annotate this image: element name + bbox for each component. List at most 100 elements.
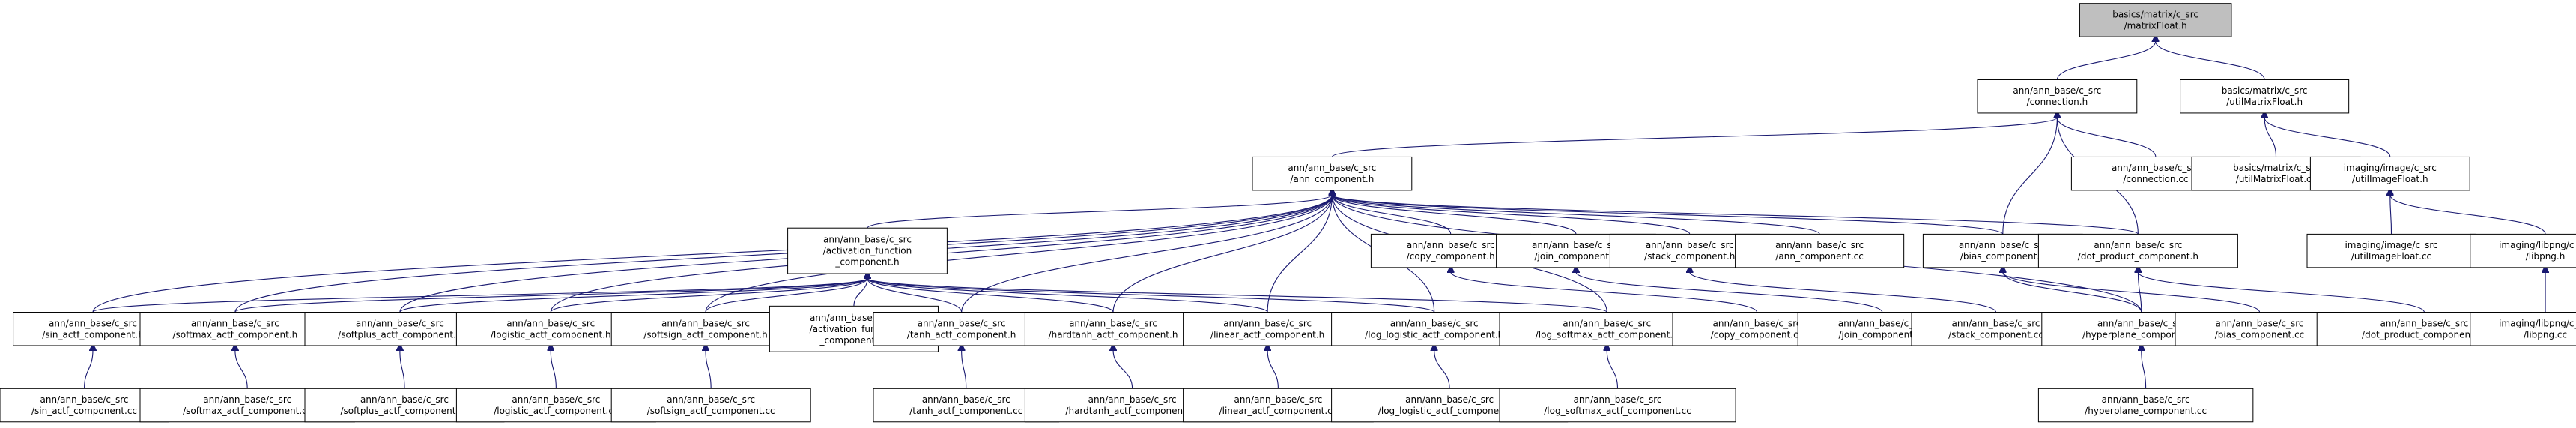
- file-node-label: /sin_actf_component.h: [42, 329, 143, 340]
- file-node[interactable]: ann/ann_base/c_src/tanh_actf_component.h: [873, 312, 1050, 346]
- file-node-label: ann/ann_base/c_src: [1952, 318, 2040, 328]
- file-node-label: ann/ann_base/c_src: [506, 318, 595, 328]
- file-node-box: [2309, 156, 2470, 191]
- dependency-edge: [1607, 350, 1619, 389]
- dependency-edge: [1113, 350, 1133, 389]
- dependency-edge: [2138, 272, 2141, 313]
- dependency-edge: [2138, 272, 2425, 313]
- file-node[interactable]: ann/ann_base/c_src/softmax_actf_componen…: [139, 312, 331, 346]
- file-node-label: ann/ann_base/c_src: [1223, 318, 1312, 328]
- dependency-edge: [961, 195, 1333, 313]
- file-node[interactable]: ann/ann_base/c_src/dot_product_component…: [2037, 233, 2238, 268]
- file-node-label: /log_softmax_actf_component.h: [1536, 329, 1679, 340]
- file-node-label: ann/ann_base/c_src: [1390, 318, 1479, 328]
- file-node-label: ann/ann_base/c_src: [2094, 240, 2182, 250]
- file-node[interactable]: basics/matrix/c_src/utilMatrixFloat.h: [2180, 79, 2350, 114]
- dependency-edge: [1690, 272, 1997, 313]
- file-node[interactable]: ann/ann_base/c_src/hyperplane_component.…: [2037, 388, 2254, 423]
- file-node-label: ann/ann_base/c_src: [360, 394, 449, 405]
- file-node[interactable]: ann/ann_base/c_src/bias_component.cc: [2175, 312, 2345, 346]
- file-node-label: basics/matrix/c_src: [2112, 9, 2198, 19]
- file-node-label: ann/ann_base/c_src: [1713, 318, 1801, 328]
- file-node-box: [610, 388, 811, 423]
- file-node-label: /logistic_actf_component.h: [491, 329, 611, 340]
- file-node-box: [2037, 388, 2254, 423]
- file-node-label: ann/ann_base/c_src: [1069, 318, 1157, 328]
- file-node-label: /dot_product_component.cc: [2362, 329, 2487, 340]
- file-node-label: /connection.h: [2027, 97, 2088, 107]
- file-node-label: /hardtanh_actf_component.cc: [1065, 406, 1198, 416]
- file-node-label: ann/ann_base/c_src: [2112, 163, 2200, 173]
- dependency-edge: [867, 278, 1607, 313]
- file-node[interactable]: imaging/image/c_src/utilImageFloat.h: [2309, 156, 2470, 191]
- file-node[interactable]: ann/ann_base/c_src/ann_component.h: [1252, 156, 1413, 191]
- file-node-label: basics/matrix/c_src: [2233, 163, 2319, 173]
- file-node[interactable]: imaging/libpng/c_src/libpng.cc: [2470, 312, 2576, 346]
- file-node-label: /copy_component.cc: [1711, 329, 1804, 340]
- file-node-label: ann/ann_base/c_src: [2102, 394, 2190, 405]
- file-node-label: ann/ann_base/c_src: [2216, 318, 2304, 328]
- dependency-edge: [867, 278, 1268, 313]
- file-node-box: [873, 312, 1050, 346]
- file-node-box: [2175, 312, 2345, 346]
- file-nodes: basics/matrix/c_src/matrixFloat.hann/ann…: [0, 3, 2576, 423]
- dependency-edge: [1332, 195, 1577, 235]
- file-node-label: ann/ann_base/c_src: [1563, 318, 1651, 328]
- dependency-edge: [2390, 195, 2392, 235]
- file-node[interactable]: imaging/libpng/c_src/libpng.h: [2470, 233, 2576, 268]
- dependency-edge: [1267, 350, 1279, 389]
- file-node-label: /stack_component.h: [1644, 251, 1735, 262]
- file-node-box: [2470, 312, 2576, 346]
- file-node-box: [1183, 312, 1353, 346]
- dependency-edge: [705, 195, 1332, 313]
- file-node-label: imaging/libpng/c_src: [2499, 318, 2576, 328]
- dependency-edge: [92, 195, 1332, 313]
- file-node-label: /softmax_actf_component.cc: [183, 406, 312, 416]
- file-node[interactable]: ann/ann_base/c_src/softsign_actf_compone…: [610, 312, 801, 346]
- file-node-label: ann/ann_base/c_src: [1646, 240, 1734, 250]
- file-node[interactable]: ann/ann_base/c_src/linear_actf_component…: [1183, 312, 1353, 346]
- file-node-label: ann/ann_base/c_src: [203, 394, 291, 405]
- dependency-edge: [962, 350, 967, 389]
- file-node-label: ann/ann_base/c_src: [1407, 240, 1495, 250]
- file-node[interactable]: ann/ann_base/c_src/connection.h: [1977, 79, 2138, 114]
- file-node-box: [2037, 233, 2238, 268]
- file-node[interactable]: ann/ann_base/c_src/log_softmax_actf_comp…: [1499, 388, 1736, 423]
- file-node-label: ann/ann_base/c_src: [918, 318, 1006, 328]
- file-node-label: /softmax_actf_component.h: [173, 329, 298, 340]
- file-node-label: /logistic_actf_component.cc: [494, 406, 618, 416]
- file-node-label: /log_logistic_actf_component.cc: [1378, 406, 1521, 416]
- file-node-label: ann/ann_base/c_src: [922, 394, 1010, 405]
- file-node-label: ann/ann_base/c_src: [1775, 240, 1864, 250]
- file-node-label: /hardtanh_actf_component.h: [1049, 329, 1178, 340]
- file-node[interactable]: ann/ann_base/c_src/softsign_actf_compone…: [610, 388, 811, 423]
- file-node-box: [1735, 233, 1905, 268]
- file-node[interactable]: ann/ann_base/c_src/ann_component.cc: [1735, 233, 1905, 268]
- file-node[interactable]: imaging/image/c_src/utilImageFloat.cc: [2306, 233, 2476, 268]
- file-node-label: /copy_component.h: [1407, 251, 1495, 262]
- file-node-label: /hyperplane_component.cc: [2085, 406, 2207, 416]
- dependency-edge: [867, 278, 963, 313]
- dependency-edge: [234, 278, 867, 313]
- file-node-label: ann/ann_base/c_src: [1088, 394, 1177, 405]
- file-node-label: /tanh_actf_component.cc: [909, 406, 1022, 416]
- dependency-edge: [2057, 118, 2157, 157]
- dependency-edge: [2264, 118, 2391, 157]
- dependency-edge: [1331, 118, 2057, 157]
- file-node-label: imaging/libpng/c_src: [2499, 240, 2576, 250]
- file-node-label: /softplus_actf_component.h: [338, 329, 461, 340]
- file-node-label: /stack_component.cc: [1948, 329, 2043, 340]
- file-node[interactable]: ann/ann_base/c_src/activation_function_c…: [787, 227, 948, 274]
- file-node-box: [1024, 312, 1202, 346]
- dependency-edge: [1332, 195, 1820, 235]
- file-node-label: ann/ann_base/c_src: [2013, 85, 2101, 96]
- file-node-label: /utilMatrixFloat.h: [2226, 97, 2303, 107]
- file-node[interactable]: ann/ann_base/c_src/hardtanh_actf_compone…: [1024, 312, 1202, 346]
- file-node-label: basics/matrix/c_src: [2222, 85, 2308, 96]
- dependency-edge: [1332, 195, 2004, 235]
- file-node-label: ann/ann_base/c_src: [49, 318, 137, 328]
- file-node-label: ann/ann_base/c_src: [1288, 163, 1376, 173]
- file-node-label: ann/ann_base/c_src: [1405, 394, 1494, 405]
- file-node-label: /tanh_actf_component.h: [907, 329, 1016, 340]
- file-node-label: /log_softmax_actf_component.cc: [1544, 406, 1691, 416]
